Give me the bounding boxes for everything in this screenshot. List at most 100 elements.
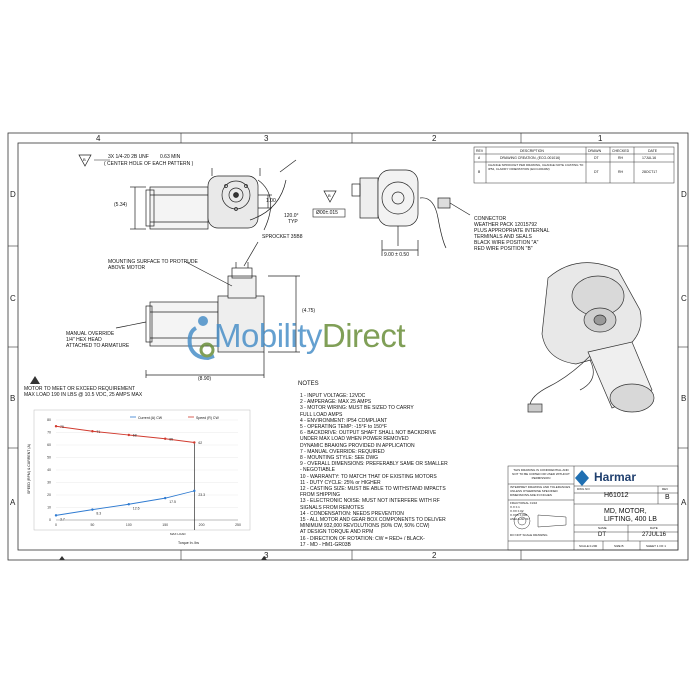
rev-label: REV xyxy=(662,487,669,491)
data-label: 65 xyxy=(169,437,173,441)
sprocket-label: SPROCKET 35B8 xyxy=(262,234,303,240)
name-label: NAME xyxy=(598,526,607,530)
tolerance-4: ANGULAR ±1° xyxy=(510,517,530,521)
tolerance-box: Ø00±.015 xyxy=(316,210,338,216)
harmar-logo-icon xyxy=(575,470,589,486)
connector-line-2: PLUS APPROPRIATE INTERNAL xyxy=(474,228,550,234)
rev-row-a-checked: RH xyxy=(618,156,624,160)
note-item: SIGNALS FROM REMOTES xyxy=(300,504,364,511)
note-item: UNDER MAX LOAD WHEN POWER REMOVED xyxy=(300,436,409,443)
watermark-mobility: Mobility xyxy=(214,317,322,354)
data-label: 17.5 xyxy=(169,500,176,504)
dwg-no-label: DWG NO xyxy=(577,487,590,491)
data-point xyxy=(91,430,94,433)
flag-b-label: B xyxy=(83,157,86,162)
chart-xlabel: Torque In. lbs xyxy=(178,541,200,545)
data-point xyxy=(127,503,130,506)
data-point xyxy=(193,441,196,444)
thread-depth: 0.63 MIN xyxy=(160,154,181,160)
mounting-note-1: MOUNTING SURFACE TO PROTRUDE xyxy=(108,259,198,265)
dim-angle: 120.0° xyxy=(284,213,299,219)
tolerance-1: X.X ±.1 xyxy=(510,505,520,509)
note-item: 17 - MD - HM1-GR03B xyxy=(300,541,351,548)
size-value: SIZE B xyxy=(614,544,624,548)
rev-row-b-drawn: DT xyxy=(594,170,599,174)
data-point xyxy=(91,508,94,511)
y-tick-label: 80 xyxy=(47,418,51,422)
note-item: 5 - OPERATING TEMP: -15°F to 150°F xyxy=(300,424,387,430)
x-tick-label: 100 xyxy=(126,523,132,527)
do-not-scale: DO NOT SCALE DRAWING xyxy=(510,533,548,537)
note-item: 15 - ALL MOTOR AND GEAR BOX COMPONENTS T… xyxy=(300,517,446,523)
note-item: DYNAMIC BRAKING PROVIDED IN APPLICATION xyxy=(300,442,415,449)
rev-row-a-rev: A xyxy=(478,156,481,160)
watermark: MobilityDirect xyxy=(214,317,406,354)
note-item: 12 - CASTING SIZE: MUST BE ABLE TO WITHS… xyxy=(300,486,446,492)
wheelchair-icon xyxy=(187,316,215,361)
note-item: 16 - DIRECTION OF ROTATION: CW = RED+ / … xyxy=(300,535,425,542)
zone-left-d: D xyxy=(10,190,16,199)
note-item: FULL LOAD AMPS xyxy=(300,411,343,418)
zone-top-2: 2 xyxy=(432,134,437,143)
dim-horizontal: 1.00 xyxy=(266,198,276,204)
connector-line-3: TERMINALS AND SEALS xyxy=(474,234,532,240)
note-item: 1 - INPUT VOLTAGE: 12VDC xyxy=(300,393,366,399)
connector-line-5: RED WIRE POSITION "B" xyxy=(474,246,533,252)
zone-left-b: B xyxy=(10,394,16,403)
y-tick-label: 60 xyxy=(47,443,51,447)
revision-table xyxy=(473,146,675,184)
x-tick-label: 250 xyxy=(235,523,241,527)
data-label: 75 xyxy=(60,425,64,429)
x-tick-label: 50 xyxy=(90,523,94,527)
data-label: 23.3 xyxy=(198,493,205,497)
rev-row-a-drawn: DT xyxy=(594,156,599,160)
y-tick-label: 0 xyxy=(49,518,51,522)
data-point xyxy=(164,496,167,500)
rev-row-a-desc: DRAWING CREATION, (ECO-001016) xyxy=(500,156,561,160)
scale-value: SCALE 0.200 xyxy=(579,544,598,548)
x-tick-label: 150 xyxy=(162,523,168,527)
note-item: 13 - ELECTRONIC NOISE: MUST NOT INTERFER… xyxy=(300,498,440,505)
thread-callout: 3X 1/4-20 2B UNF xyxy=(108,154,149,160)
sheet-value: SHEET 1 OF 1 xyxy=(646,544,666,548)
brand-name: Harmar xyxy=(594,470,637,484)
rev-header-drawn: DRAWN xyxy=(588,149,602,153)
note-item: 6 - BACKDRIVE: OUTPUT SHAFT SHALL NOT BA… xyxy=(300,430,437,437)
mounting-note-2: ABOVE MOTOR xyxy=(108,265,146,271)
rev-header-rev: REV xyxy=(476,149,484,153)
data-point xyxy=(54,514,58,517)
zone-right-b: B xyxy=(681,394,687,403)
rev-row-a-date: 17JUL16 xyxy=(642,156,657,160)
chart-ylabel: SPEED (RPM) & CURRENT (A) xyxy=(26,444,31,494)
zone-top-1: 1 xyxy=(598,134,603,143)
note-item: 11 - DUTY CYCLE: 25% or HIGHER xyxy=(300,479,381,486)
note-item: - NEGOTIABLE xyxy=(300,467,336,474)
name-value: DT xyxy=(598,532,606,538)
tolerance-3: X.XXX ±.005 xyxy=(510,513,528,517)
dim-height-left: (5.34) xyxy=(114,202,128,208)
connector-line-0: CONNECTOR xyxy=(474,216,507,222)
note-item: 7 - MANUAL OVERRIDE: REQUIRED xyxy=(300,448,385,455)
override-line-3: ATTACHED TO ARMATURE xyxy=(66,343,130,349)
data-point xyxy=(164,437,167,440)
dim-side-height: (4.75) xyxy=(302,308,316,314)
zone-left-c: C xyxy=(10,294,16,303)
title-block xyxy=(507,465,679,551)
zone-right-c: C xyxy=(681,294,687,303)
top-right-view xyxy=(351,169,471,256)
y-tick-label: 10 xyxy=(47,506,51,510)
requirement-line-2: MAX LOAD 190 IN LBS @ 10.5 VDC, 25 AMPS … xyxy=(24,392,143,398)
note-item: AT DESIGN TORQUE AND RPM xyxy=(300,529,374,536)
legend-series-0: Current (A) CW xyxy=(138,416,163,420)
watermark-direct: Direct xyxy=(321,317,406,354)
x-tick-label: 0 xyxy=(55,523,57,527)
confidential-note: THIS DRAWING IS CONFIDENTIAL AND NOT TO … xyxy=(512,468,570,480)
date-label: DATE xyxy=(650,526,658,530)
rev-value: B xyxy=(665,494,670,501)
data-label: 68 xyxy=(133,434,137,438)
rev-header-date: DATE xyxy=(648,149,658,153)
zone-right-d: D xyxy=(681,190,687,199)
zone-right-a: A xyxy=(681,498,687,507)
